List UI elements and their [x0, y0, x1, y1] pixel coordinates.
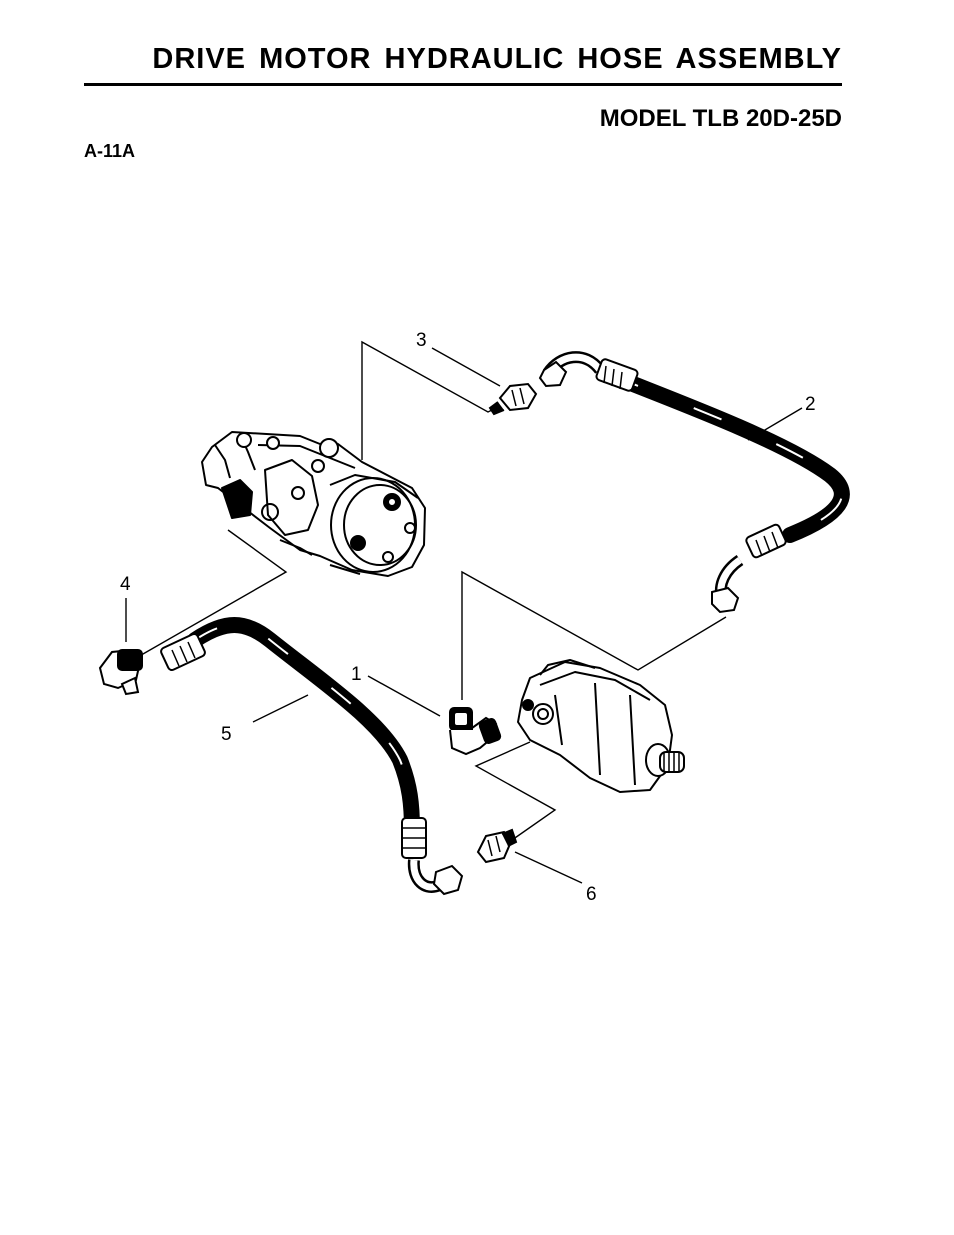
- callout-5: 5: [221, 724, 232, 745]
- callout-1: 1: [351, 664, 362, 685]
- fitting-3: [488, 382, 538, 416]
- drive-motor: [517, 659, 685, 793]
- callout-2: 2: [805, 394, 816, 415]
- leader-lines: [125, 340, 803, 884]
- fitting-6: [476, 828, 518, 864]
- hydraulic-pump: [201, 431, 426, 577]
- page-title: DRIVE MOTOR HYDRAULIC HOSE ASSEMBLY: [152, 43, 842, 75]
- hose-5: [160, 617, 464, 896]
- callout-3: 3: [416, 330, 427, 351]
- page-id: A-11A: [84, 141, 136, 161]
- title-rule: [84, 83, 842, 86]
- hose-2: [538, 351, 850, 614]
- callout-4: 4: [120, 574, 131, 595]
- model-label: MODEL TLB 20D-25D: [599, 105, 842, 132]
- fitting-4: [98, 648, 143, 696]
- fitting-1: [449, 707, 502, 756]
- callout-6: 6: [586, 884, 597, 905]
